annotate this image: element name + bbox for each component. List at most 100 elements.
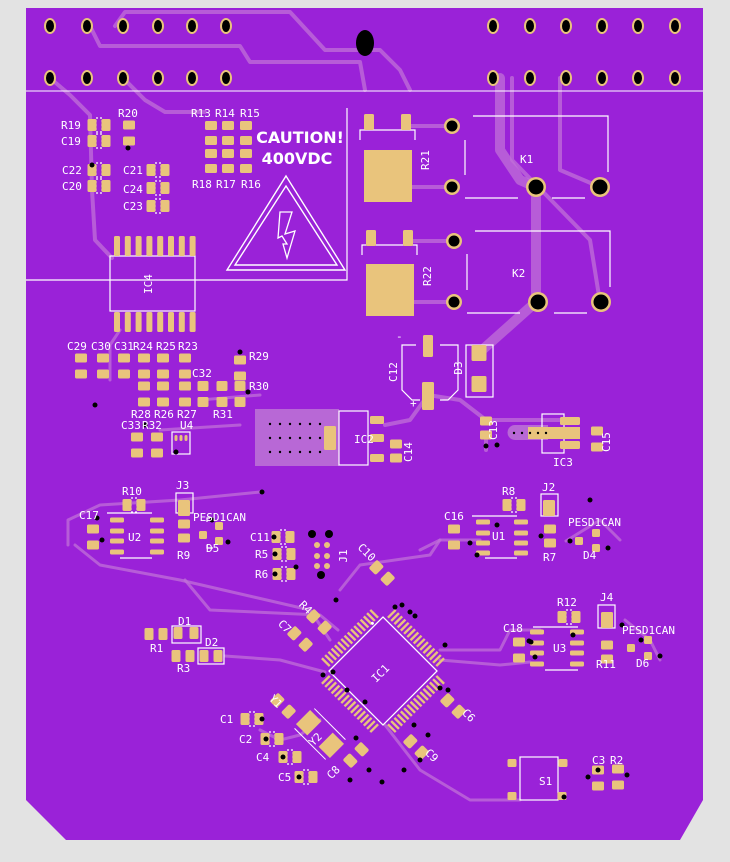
r5-pad [286, 548, 296, 560]
designator-c29: C29 [67, 340, 87, 353]
r2-pad [612, 780, 624, 790]
thermal-via [298, 450, 302, 454]
passive-pad [75, 369, 87, 379]
designator-c14: C14 [402, 442, 415, 462]
designator-c20: C20 [62, 180, 82, 193]
passive-pad [118, 369, 130, 379]
k1-outline [473, 115, 609, 172]
ic2-pin [370, 434, 384, 442]
via [445, 687, 451, 693]
trace [438, 658, 532, 667]
s1-pad [507, 759, 517, 767]
drill [446, 120, 458, 132]
thermal-via [308, 422, 312, 426]
passive-pad [179, 381, 191, 391]
r3-pad [185, 650, 195, 662]
r31-pad [216, 397, 228, 407]
copper-pads [75, 114, 652, 800]
r20-pad [123, 136, 135, 146]
header-drill [598, 20, 606, 32]
header-drill [671, 72, 679, 84]
c12-outline [440, 344, 459, 401]
via [561, 794, 567, 800]
r22-pad [403, 230, 413, 246]
r20-pad [123, 120, 135, 130]
c5-pad [308, 771, 318, 783]
r12-pad [557, 611, 567, 623]
u1-pin [514, 530, 528, 536]
c20-pad [101, 180, 111, 192]
r10-pad [122, 499, 132, 511]
via [94, 515, 100, 521]
j1-mounting-hole [308, 530, 316, 538]
via [624, 772, 630, 778]
r11-pad [601, 640, 613, 650]
d5-pad [199, 531, 207, 539]
trace [223, 654, 327, 674]
trace [510, 76, 602, 304]
designator-pesd-j4: PESD1CAN [622, 624, 675, 637]
header-drill [671, 20, 679, 32]
j1-pin [324, 553, 330, 559]
d5-pad [215, 522, 223, 530]
drill-holes [44, 18, 681, 800]
designator-r18: R18 [192, 178, 212, 191]
via [296, 774, 302, 780]
passive-pad [138, 353, 150, 363]
header-drill [188, 72, 196, 84]
designator-r9: R9 [177, 549, 190, 562]
header-drill [222, 72, 230, 84]
resistor-pad [240, 121, 252, 130]
c19-pad [87, 135, 97, 147]
via [417, 757, 423, 763]
via [657, 653, 663, 659]
c23-pad [160, 200, 170, 212]
designator-r23: R23 [178, 340, 198, 353]
ic3-pin [560, 417, 580, 425]
c18-pad [513, 637, 525, 647]
j1-pin [314, 563, 320, 569]
via [494, 442, 500, 448]
trace [338, 538, 442, 592]
designator-c24: C24 [123, 183, 143, 196]
header-drill [83, 72, 91, 84]
c9-footprint [403, 734, 429, 760]
c17-pad [87, 540, 99, 550]
c21-pad [146, 164, 156, 176]
via [280, 754, 286, 760]
designator-pesd-j2: PESD1CAN [568, 516, 621, 529]
c12-pad [423, 335, 433, 357]
thermal-via [318, 436, 322, 440]
c1-pad [240, 713, 250, 725]
via [344, 687, 350, 693]
r29-pad [234, 371, 246, 381]
designator-c17: C17 [79, 509, 99, 522]
passive-pad [118, 353, 130, 363]
d5-pad [215, 537, 223, 545]
r8-pad [502, 499, 512, 511]
drill [448, 235, 460, 247]
designator-r21: R21 [419, 150, 432, 170]
designator-c21: C21 [123, 164, 143, 177]
designator-r20: R20 [118, 107, 138, 120]
passive-pad [157, 397, 169, 407]
u4-pin [174, 435, 178, 441]
u4-pin [184, 435, 188, 441]
d1-pad [189, 627, 199, 639]
via [330, 669, 336, 675]
c19-pad [101, 135, 111, 147]
header-drill [562, 72, 570, 84]
designator-c31: C31 [114, 340, 134, 353]
r31-pad [197, 397, 209, 407]
d1-outline [171, 625, 202, 644]
via [263, 736, 269, 742]
designator-d5: D5 [206, 542, 219, 555]
designator-r32: R32 [142, 419, 162, 432]
designator-r7: R7 [543, 551, 556, 564]
c7-footprint [287, 626, 313, 652]
via [567, 538, 573, 544]
r4-footprint [306, 609, 332, 635]
designator-d4: D4 [583, 549, 597, 562]
r2-pad [612, 764, 624, 774]
drill [593, 294, 609, 310]
